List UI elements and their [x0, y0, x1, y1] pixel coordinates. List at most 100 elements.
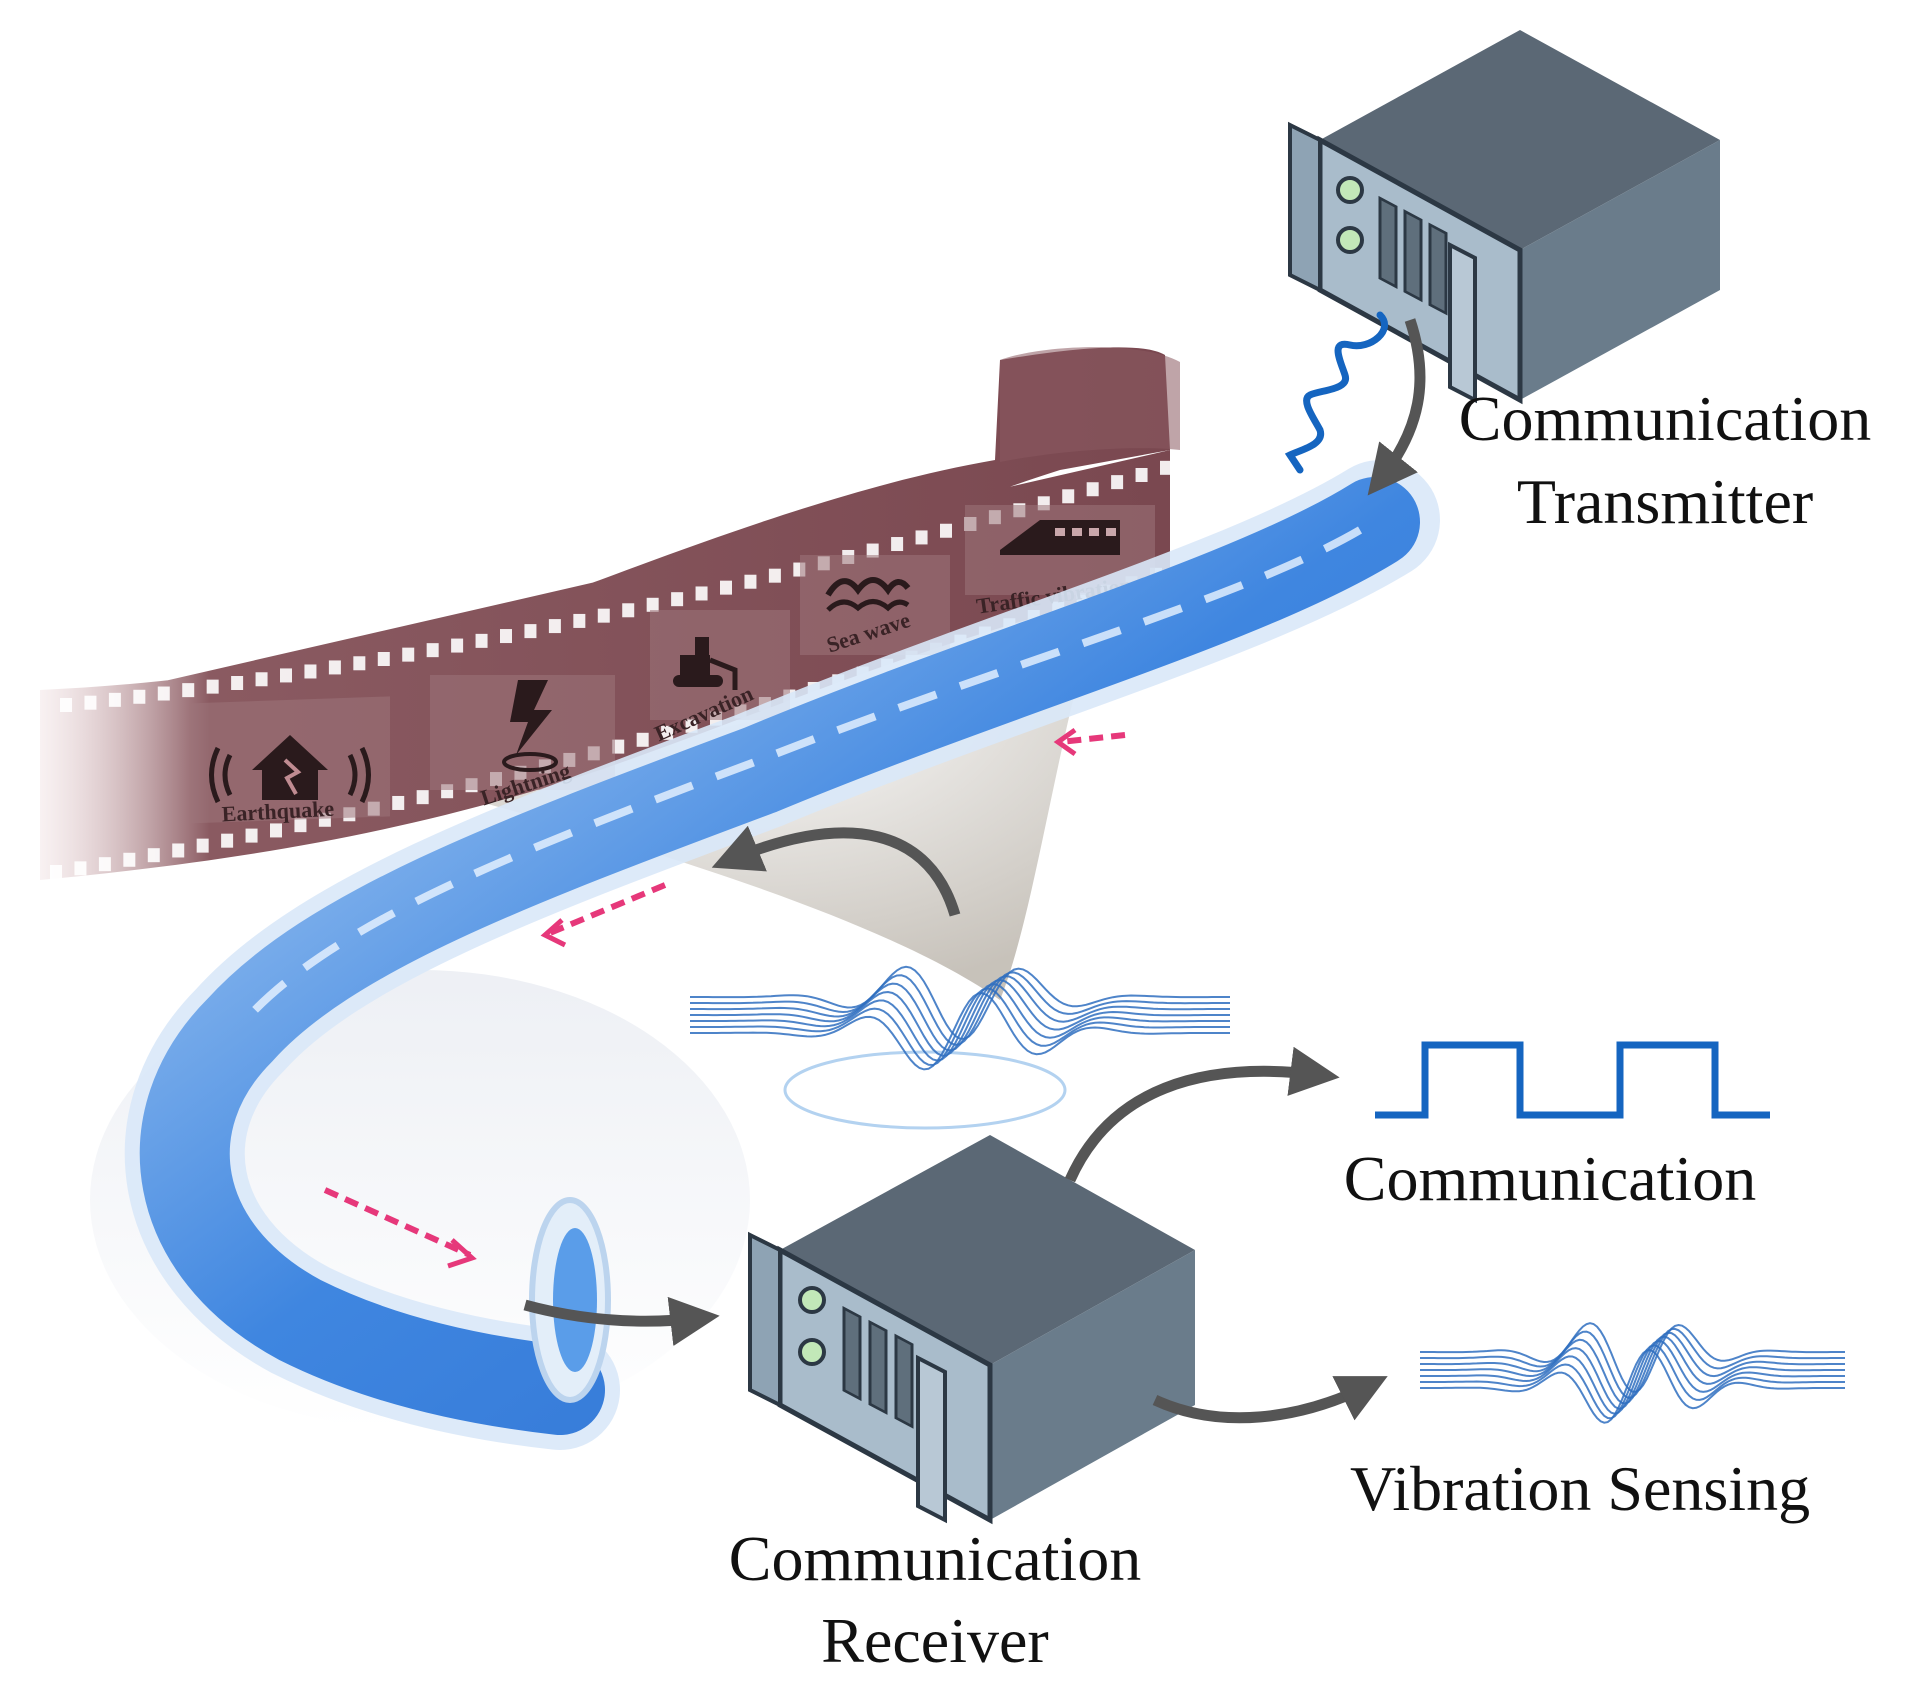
sprocket-hole [182, 683, 195, 698]
arrow-receiver-to-vibration [1152, 1376, 1388, 1424]
light-pulse-3 [323, 1187, 477, 1269]
sprocket-hole [147, 848, 160, 863]
drive-bay [842, 1306, 862, 1402]
arrow-receiver-to-communication [1064, 1046, 1340, 1183]
sprocket-hole [573, 613, 586, 628]
communication-square-wave [1375, 1041, 1770, 1119]
sprocket-hole [940, 523, 952, 538]
sprocket-hole [304, 664, 317, 679]
sprocket-hole [196, 838, 209, 853]
wave-line [1420, 1331, 1845, 1405]
sprocket-hole [60, 698, 72, 712]
server-side-face [1520, 140, 1720, 400]
wave-line [1420, 1349, 1845, 1424]
sprocket-hole [377, 652, 390, 667]
source-wave-lines [690, 965, 1230, 1071]
sprocket-hole [891, 537, 904, 552]
wave-line [1420, 1340, 1845, 1415]
sprocket-hole [245, 828, 258, 843]
sprocket-hole [1111, 475, 1124, 490]
server-rack-ear-left [1288, 121, 1322, 294]
sprocket-hole [231, 676, 244, 691]
sprocket-hole [402, 647, 415, 662]
wave-line [1420, 1322, 1845, 1393]
server-side-face [990, 1250, 1195, 1520]
led-icon [798, 1286, 826, 1314]
led-icon [1336, 226, 1364, 254]
sprocket-hole [1062, 489, 1075, 504]
wave-line [1420, 1344, 1845, 1420]
sprocket-hole [622, 603, 635, 618]
drive-bay [1378, 195, 1398, 289]
drive-bay [1428, 222, 1448, 316]
sprocket-hole [524, 624, 537, 639]
sprocket-hole [108, 692, 121, 707]
film-frame-earthquake: Earthquake [190, 696, 390, 827]
house-earthquake-icon [209, 735, 371, 804]
sprocket-hole [1135, 467, 1148, 482]
wave-line [690, 987, 1230, 1067]
sprocket-hole [416, 790, 429, 805]
transmitter-label-line2: Transmitter [1517, 466, 1813, 537]
server-top-face [780, 1135, 1195, 1365]
sprocket-hole [392, 795, 405, 810]
sprocket-hole [685, 718, 698, 733]
wave-line [690, 983, 1230, 1062]
sprocket-hole [328, 660, 341, 675]
sprocket-hole [172, 843, 185, 858]
sprocket-hole [597, 608, 610, 623]
transmit-signal-waveform [1284, 311, 1389, 474]
sea-wave-icon [825, 577, 911, 612]
arrow-vibration-to-fiber [711, 825, 961, 917]
sprocket-hole [646, 597, 659, 612]
sprocket-hole [123, 852, 136, 867]
sprocket-hole [353, 656, 366, 671]
transmitter-server [1288, 30, 1720, 405]
train-icon [1000, 520, 1120, 555]
receiver-label-line1: Communication [729, 1523, 1141, 1594]
sprocket-hole [280, 668, 292, 683]
wave-line [690, 992, 1230, 1071]
light-pulse-1 [1053, 727, 1126, 757]
sprocket-hole [661, 725, 674, 740]
film-upper-curl [1000, 347, 1180, 462]
server-handle [1448, 241, 1477, 404]
sprocket-hole [1086, 482, 1099, 497]
film-frame-sea-wave: Sea wave [800, 555, 950, 657]
bulldozer-icon [673, 637, 738, 690]
sprocket-hole [50, 865, 62, 879]
film-frame-lightning: Lightning [430, 675, 615, 810]
drive-bay [1403, 209, 1423, 303]
wave-line [1420, 1335, 1845, 1410]
sprocket-hole [636, 732, 649, 747]
server-rack-ear-left [748, 1231, 782, 1409]
fiber-highlight [247, 526, 1363, 1018]
film-sprocket-holes-top [60, 460, 1172, 712]
sprocket-hole [1160, 460, 1172, 475]
sprocket-hole [671, 592, 684, 607]
sprocket-hole [866, 543, 879, 558]
arrow-fiber-to-receiver [523, 1296, 720, 1347]
sprocket-hole [98, 857, 111, 872]
receiver-server [748, 1135, 1195, 1525]
sprocket-hole [157, 686, 170, 701]
sprocket-hole [612, 739, 625, 754]
drive-bay [894, 1333, 914, 1429]
sprocket-hole [84, 695, 97, 710]
sprocket-hole [451, 638, 464, 653]
sprocket-hole [695, 586, 708, 601]
sprocket-hole [744, 574, 757, 589]
optical-fiber [124, 460, 1440, 1450]
sprocket-hole [133, 689, 146, 704]
vibration-sensing-label: Vibration Sensing [1350, 1453, 1810, 1524]
wave-line [690, 975, 1230, 1052]
film-label-earthquake: Earthquake [221, 796, 335, 827]
sprocket-hole [221, 833, 234, 848]
fiber-end-core [553, 1228, 597, 1372]
lightning-icon [502, 680, 558, 772]
film-frame-box [800, 555, 950, 655]
arrow-transmitter-to-fiber [1367, 318, 1426, 496]
sprocket-hole [500, 629, 512, 644]
